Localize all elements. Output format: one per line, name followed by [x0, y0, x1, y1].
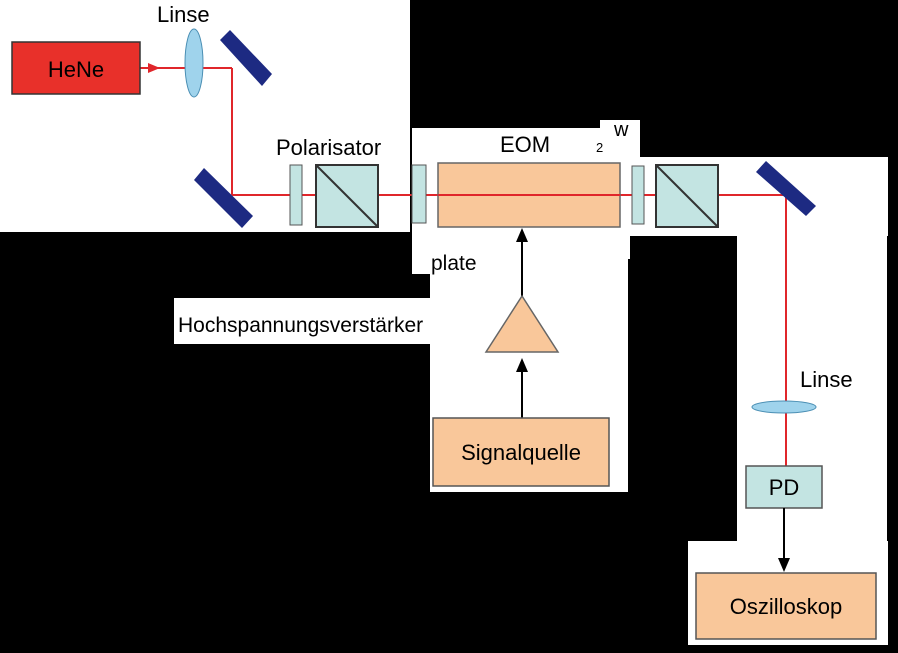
hene-label: HeNe — [48, 57, 104, 82]
amplifier-triangle-icon — [484, 294, 560, 353]
polarizer-label: Polarisator — [276, 135, 381, 160]
arrow-head-amplifier-icon — [516, 358, 528, 372]
beam-arrow-icon — [148, 63, 160, 73]
waveplate-2 — [411, 164, 427, 224]
waveplate-1 — [289, 164, 303, 226]
waveplate-3 — [631, 165, 645, 225]
oscilloscope-box — [695, 572, 877, 640]
lens-right-label: Linse — [800, 367, 853, 392]
eom-label: EOM — [500, 132, 550, 157]
background-panels — [0, 0, 888, 645]
photodiode-label: PD — [769, 475, 800, 500]
polarizer-cube-diagonal — [315, 164, 379, 228]
hene-laser: HeNe — [11, 41, 141, 95]
lens-top-icon — [184, 28, 204, 98]
hene-laser-box — [11, 41, 141, 95]
signal-source-label: Signalquelle — [461, 440, 581, 465]
amplifier-label: Hochspannungsverstärker — [178, 314, 423, 337]
subscript-2-label: 2 — [596, 140, 603, 155]
oscilloscope-label: Oszilloskop — [730, 594, 842, 619]
lens-right-icon — [751, 400, 817, 414]
photodiode-box — [745, 465, 823, 509]
w-fragment-label: w — [613, 119, 629, 141]
plate-label: plate — [431, 252, 477, 275]
arrow-head-oscilloscope-icon — [778, 558, 790, 572]
analyzer-cube-diagonal — [655, 164, 719, 228]
mirror-right-icon — [756, 161, 816, 216]
lens-top-label: Linse — [157, 2, 210, 27]
mirror-bottom-left-icon — [194, 168, 253, 228]
mirror-top-icon — [220, 30, 272, 86]
signal-source-box — [432, 417, 610, 487]
polarizer-cube — [315, 164, 379, 228]
analyzer-cube — [655, 164, 719, 228]
panel-eom-corner — [600, 120, 640, 160]
arrow-head-eom-icon — [516, 228, 528, 242]
